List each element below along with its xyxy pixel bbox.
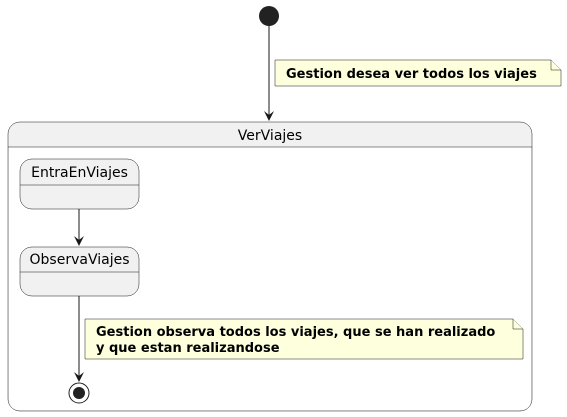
state-observaviajes: ObservaViajes [19, 246, 140, 297]
state-observaviajes-label: ObservaViajes [30, 252, 130, 268]
state-entraenviajes: EntraEnViajes [19, 158, 140, 210]
final-state [68, 382, 90, 404]
state-entraenviajes-label: EntraEnViajes [31, 165, 128, 181]
note-inner-line-2: y que estan realizandose [96, 341, 280, 356]
note-inner: Gestion observa todos los viajes, que se… [84, 318, 524, 360]
note-inner-line-1: Gestion observa todos los viajes, que se… [96, 325, 495, 340]
composite-state-title: VerViajes [238, 128, 302, 144]
note-top: Gestion desea ver todos los viajes [274, 59, 562, 87]
initial-state [259, 6, 279, 26]
note-top-text: Gestion desea ver todos los viajes [286, 67, 537, 82]
